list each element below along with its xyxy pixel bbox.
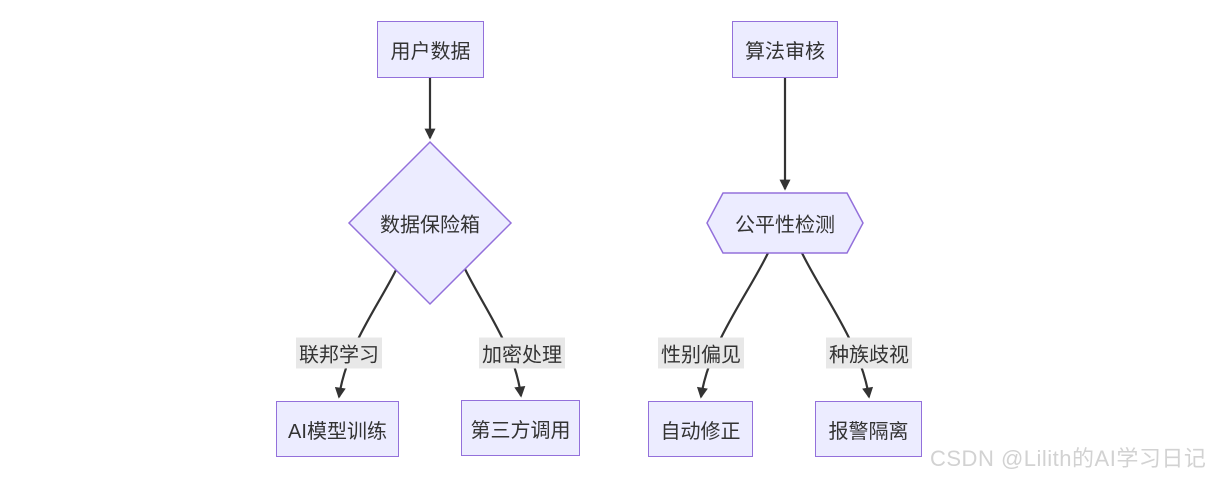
edge-label-racial-discrimination: 种族歧视 <box>826 337 912 369</box>
data-vault-diamond-label: 数据保险箱 <box>380 214 480 237</box>
edge-label-gender-bias: 性别偏见 <box>658 337 744 369</box>
node-user-data: 用户数据 <box>377 21 484 78</box>
node-third-party-call: 第三方调用 <box>461 400 580 456</box>
node-alert-isolation: 报警隔离 <box>815 401 922 457</box>
node-algorithm-review: 算法审核 <box>732 21 838 78</box>
edge-fairness-to-alert-arrow <box>801 252 874 399</box>
data-vault-diamond-shape <box>347 140 513 306</box>
edge-label-encryption-processing: 加密处理 <box>479 337 565 369</box>
fairness-hexagon-label: 公平性检测 <box>735 214 835 237</box>
fairness-hexagon-shape <box>706 192 864 254</box>
edge-vault-to-third-party-arrow <box>464 268 526 398</box>
node-ai-model-training: AI模型训练 <box>276 401 399 457</box>
node-auto-correction: 自动修正 <box>648 401 753 457</box>
edge-fairness-to-auto-correct-arrow <box>696 252 769 399</box>
csdn-watermark: CSDN @Lilith的AI学习日记 <box>930 446 1207 471</box>
edge-vault-to-ai-training-arrow <box>334 269 397 399</box>
edge-label-federated-learning: 联邦学习 <box>296 337 382 369</box>
